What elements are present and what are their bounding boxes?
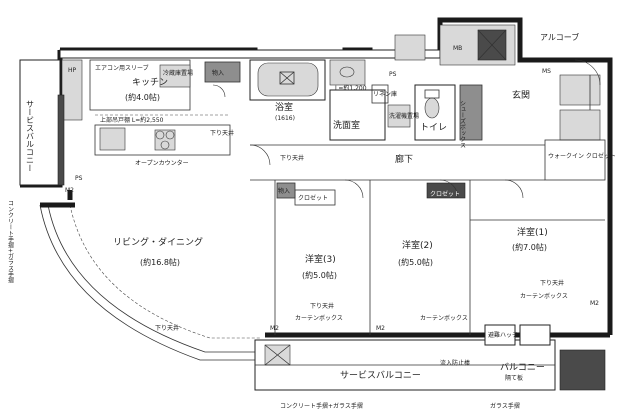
ps-left-label: PS <box>75 175 83 182</box>
entrance-storage <box>559 74 601 106</box>
m2-right-label: M2 <box>590 300 599 307</box>
western-3-size-label: (約5.0帖) <box>302 270 337 280</box>
evac-hatch-2 <box>519 324 551 346</box>
vanity-length-note: L=約1,200 <box>335 84 367 92</box>
bath-label: 浴室 <box>275 101 293 113</box>
linen-label: リネン庫 <box>373 90 397 98</box>
ceiling-note-w3: 下り天井 <box>310 302 334 310</box>
kitchen-size-label: (約4.0帖) <box>125 92 160 102</box>
left-service-balcony <box>19 59 61 186</box>
closet-2-label: クロゼット <box>430 190 460 198</box>
ceiling-note-w1: 下り天井 <box>540 279 564 287</box>
pipe-space-top <box>394 34 426 61</box>
service-balcony-left-label: サービスバルコニー <box>26 100 35 172</box>
balcony-rail <box>57 94 65 186</box>
ps-top-label: PS <box>389 71 397 78</box>
storage-3-label: 物入 <box>278 187 290 195</box>
open-counter-label: オープンカウンター <box>135 159 189 167</box>
western-2-label: 洋室(2) <box>402 239 433 251</box>
sleeve-note: エアコン用スリーブ <box>95 64 149 72</box>
curtain-box-1-label: カーテンボックス <box>520 292 568 300</box>
washer-label: 洗濯機置場 <box>389 112 419 120</box>
ms-label: MS <box>542 68 551 75</box>
ceiling-note-living: 下り天井 <box>155 324 179 332</box>
balcony-label: バルコニー <box>500 362 545 373</box>
kitchen-label: キッチン <box>132 77 168 88</box>
walk-in-closet <box>544 139 606 181</box>
left-rail-note: コンクリート手摺+ガラス手摺 <box>7 200 14 284</box>
entrance-label: 玄関 <box>512 89 530 101</box>
shoe-box <box>459 84 483 141</box>
hp-box <box>61 59 83 121</box>
living-dining-label: リビング・ダイニング <box>113 236 203 248</box>
curtain-box-2-label: カーテンボックス <box>420 314 468 322</box>
vanity <box>329 59 366 86</box>
cabinet-height-note: 上部吊戸棚 L=約2,550 <box>100 116 164 124</box>
pantry-label: 物入 <box>212 69 224 77</box>
bath-size-label: (1616) <box>275 115 295 122</box>
toilet-bowl <box>424 97 440 119</box>
toilet-label: トイレ <box>420 123 447 133</box>
bathtub <box>257 62 319 97</box>
linen-cabinet <box>371 84 389 104</box>
m2-a-label: M2 <box>270 325 279 332</box>
closet-3-label: クロゼット <box>298 194 328 202</box>
western-1-label: 洋室(1) <box>517 226 548 238</box>
living-dining-size-label: (約16.8帖) <box>140 257 180 267</box>
balcony-unit <box>559 349 606 391</box>
pantry-storage <box>204 61 241 83</box>
ceiling-note-hall: 下り天井 <box>280 154 304 162</box>
sink <box>99 127 126 151</box>
washroom-label: 洗面室 <box>333 119 360 131</box>
ceiling-note-kitchen: 下り天井 <box>210 129 234 137</box>
fridge-space <box>159 64 191 88</box>
storage-3 <box>276 182 296 199</box>
m2-b-label: M2 <box>376 325 385 332</box>
evac-hatch-label: 避難ハッチ <box>488 331 518 339</box>
western-1-size-label: (約7.0帖) <box>512 242 547 252</box>
m2-left-label: M2 <box>65 187 74 194</box>
stove <box>154 129 176 151</box>
top-wall-strip <box>59 49 441 59</box>
washer-space <box>387 104 411 128</box>
shoe-box-label: シューズボックス <box>459 100 466 148</box>
hp-label: HP <box>68 67 77 74</box>
alcove-label: アルコーブ <box>540 32 579 42</box>
western-3-label: 洋室(3) <box>305 253 336 265</box>
frame-rail-note: コンクリート手摺+ガラス手摺 <box>280 402 363 410</box>
western-2-size-label: (約5.0帖) <box>398 257 433 267</box>
evac-hatch-1 <box>484 324 516 346</box>
hallway-label: 廊下 <box>395 153 413 165</box>
glass-rail-note: ガラス手摺 <box>490 402 520 410</box>
kitchen-counter <box>94 124 231 156</box>
service-balcony-bottom-label: サービスバルコニー <box>340 370 421 381</box>
washroom <box>329 89 386 141</box>
curtain-box-3-label: カーテンボックス <box>295 314 343 322</box>
curved-ceiling-line <box>69 204 260 339</box>
curved-rail-outer <box>39 204 260 361</box>
partition-note: 隔て板 <box>505 374 523 382</box>
mb-label: MB <box>453 45 462 52</box>
curved-rail-inner <box>47 204 260 353</box>
fridge-label: 冷蔵庫置場 <box>163 69 193 77</box>
wic-label: ウォークイン クロゼット <box>548 152 616 160</box>
inlet-note: 流入防止棒 <box>440 359 470 367</box>
closet-2-box <box>426 182 466 199</box>
entrance-storage-2 <box>559 109 601 141</box>
